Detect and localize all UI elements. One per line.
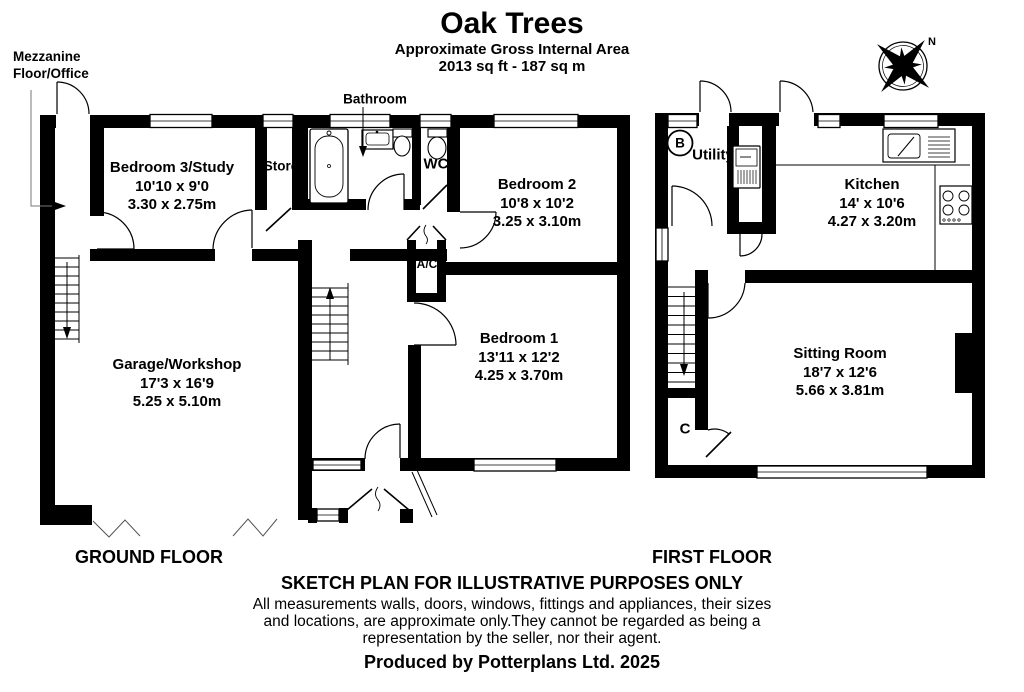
utility-label: Utility (692, 146, 734, 164)
basin-icon (361, 129, 394, 150)
first-floor-title: FIRST FLOOR (652, 547, 772, 567)
ground-floor-plan (30, 81, 630, 538)
store-label: Store (263, 158, 299, 174)
first-floor-plan (655, 80, 985, 479)
room-dims-metric: 3.25 x 3.10m (492, 213, 582, 230)
producer-credit: Produced by Potterplans Ltd. 2025 (363, 652, 661, 672)
page-subtitle-line2: 2013 sq ft - 187 sq m (438, 58, 586, 75)
room-name: Garage/Workshop (112, 356, 242, 373)
room-dims-metric: 3.30 x 2.75m (127, 196, 217, 213)
mezzanine-leader-line (30, 90, 66, 211)
room-name: Sitting Room (793, 345, 887, 362)
hall-stairs (312, 283, 349, 365)
cupboard-marker-label: C (679, 420, 691, 438)
page-subtitle-line1: Approximate Gross Internal Area (394, 41, 630, 58)
bath-icon (309, 128, 349, 204)
room-dims-metric: 4.25 x 3.70m (474, 367, 564, 384)
wc-label: WC (423, 155, 449, 173)
compass-north-label: N (928, 36, 936, 48)
room-dims-metric: 5.25 x 5.10m (132, 393, 222, 410)
mezzanine-line1: Mezzanine (13, 49, 81, 64)
mezzanine-stairs (55, 255, 80, 343)
kitchen-counter (776, 164, 970, 270)
room-dims-metric: 4.27 x 3.20m (827, 213, 917, 230)
room-label-sitting-room: Sitting Room 18'7 x 12'6 5.66 x 3.81m (793, 345, 886, 401)
room-dims-metric: 5.66 x 3.81m (795, 382, 885, 399)
room-label-bedroom3-study: Bedroom 3/Study 10'10 x 9'0 3.30 x 2.75m (110, 159, 234, 215)
room-dims-imperial: 17'3 x 16'9 (140, 374, 214, 392)
ground-floor-title: GROUND FLOOR (75, 547, 223, 567)
kitchen-sink-icon (882, 128, 956, 163)
boiler-marker-circle (666, 129, 694, 157)
room-name: Kitchen (844, 176, 900, 193)
ac-label: A/C (416, 257, 438, 271)
toilet-icon-wc (427, 128, 448, 160)
disclaimer-line2: and locations, are approximate only.They… (263, 613, 761, 630)
toilet-icon-bathroom (392, 128, 413, 157)
room-dims-imperial: 14' x 10'6 (839, 194, 905, 212)
room-name: Bedroom 1 (479, 330, 559, 347)
page-title: Oak Trees (440, 7, 584, 40)
ground-floor-window-midlines (150, 120, 578, 516)
room-label-kitchen: Kitchen 14' x 10'6 4.27 x 3.20m (828, 176, 916, 232)
garage-opening-zigzags (92, 518, 278, 538)
disclaimer-line3: representation by the seller, nor their … (362, 630, 662, 647)
boiler-marker-label: B (675, 135, 685, 151)
room-label-bedroom1: Bedroom 1 13'11 x 12'2 4.25 x 3.70m (475, 330, 563, 386)
room-name: Bedroom 2 (497, 176, 577, 193)
mezzanine-annotation: Mezzanine Floor/Office (13, 48, 89, 82)
room-dims-imperial: 10'10 x 9'0 (135, 177, 209, 195)
first-floor-doors (671, 80, 814, 458)
bathroom-leader-line (359, 107, 367, 157)
room-label-garage-workshop: Garage/Workshop 17'3 x 16'9 5.25 x 5.10m (113, 356, 242, 412)
compass-icon: N (876, 36, 936, 93)
room-dims-imperial: 10'8 x 10'2 (500, 194, 574, 212)
hob-icon (939, 185, 973, 225)
disclaimer-line1: All measurements walls, doors, windows, … (252, 596, 772, 613)
mezzanine-line2: Floor/Office (13, 66, 89, 81)
room-label-bedroom2: Bedroom 2 10'8 x 10'2 3.25 x 3.10m (493, 176, 581, 232)
first-floor-window-midlines (661, 120, 938, 473)
room-name: Bedroom 3/Study (109, 159, 235, 176)
chimney-breast (955, 333, 972, 393)
room-dims-imperial: 18'7 x 12'6 (803, 363, 877, 381)
bathroom-label: Bathroom (343, 91, 407, 107)
washing-machine-icon (732, 145, 761, 189)
disclaimer-title: SKETCH PLAN FOR ILLUSTRATIVE PURPOSES ON… (280, 573, 744, 593)
ground-floor-doors (56, 81, 497, 518)
room-dims-imperial: 13'11 x 12'2 (478, 348, 560, 366)
first-floor-stairs (668, 286, 695, 383)
